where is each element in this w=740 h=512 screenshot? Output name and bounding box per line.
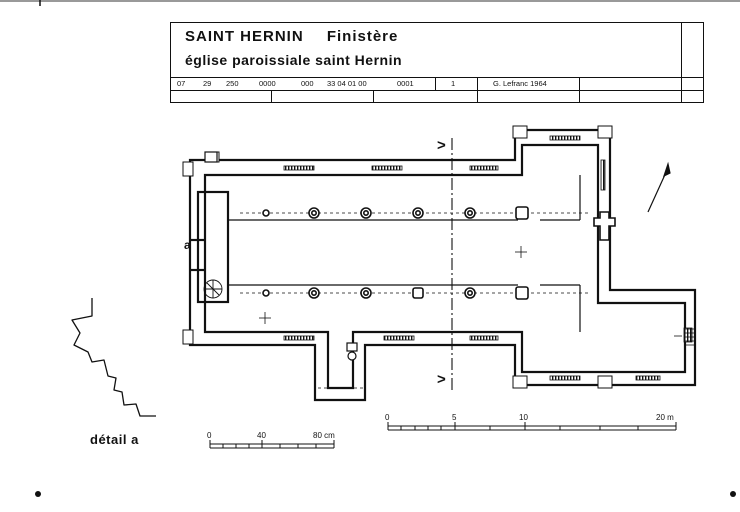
cross-symbol — [593, 211, 616, 241]
scale-m-tick-20: 20 m — [656, 413, 674, 422]
north-arrow-icon — [647, 161, 671, 213]
scale-bar-cm — [209, 440, 335, 449]
author-date: G. Lefranc 1964 — [493, 79, 547, 88]
detail-marker: a — [184, 238, 191, 252]
scale-cm-tick-40: 40 — [257, 431, 266, 440]
code-5: 33 04 01 00 — [327, 79, 367, 88]
code-1: 29 — [203, 79, 212, 88]
section-mark-top: > — [437, 137, 446, 154]
detail-a-label: détail a — [90, 432, 139, 447]
title-line-1: SAINT HERNIN Finistère — [185, 28, 398, 45]
east-steps — [684, 328, 696, 346]
code-6: 0001 — [397, 79, 414, 88]
speck — [730, 491, 736, 497]
spiral-stair — [203, 279, 223, 299]
scale-m-tick-5: 5 — [452, 413, 457, 422]
reference-marks — [259, 246, 682, 337]
title-block: SAINT HERNIN Finistère église paroissial… — [170, 22, 704, 103]
outer-walls — [188, 128, 697, 402]
pillars — [262, 206, 529, 300]
code-0: 07 — [177, 79, 186, 88]
title-divider — [681, 23, 683, 77]
code-2: 250 — [226, 79, 239, 88]
code-3: 0000 — [259, 79, 276, 88]
speck — [35, 491, 41, 497]
place-name: SAINT HERNIN — [185, 28, 304, 45]
title-line-2: église paroissiale saint Hernin — [185, 52, 403, 68]
code-7: 1 — [451, 79, 456, 88]
code-row: 07 29 250 0000 000 33 04 01 00 0001 1 G.… — [171, 77, 703, 91]
code-row-blank — [171, 90, 703, 103]
scale-m-tick-0: 0 — [385, 413, 390, 422]
scale-cm-tick-80: 80 cm — [313, 431, 335, 440]
code-4: 000 — [301, 79, 314, 88]
arcade-lines — [240, 212, 590, 389]
scale-m-tick-10: 10 — [519, 413, 528, 422]
porch — [204, 151, 358, 361]
wall-details — [182, 125, 613, 389]
windows — [283, 135, 693, 381]
scale-cm-tick-0: 0 — [207, 431, 212, 440]
detail-a-profile — [71, 298, 156, 417]
scale-bar-m — [387, 422, 677, 431]
nave-walls — [228, 175, 581, 332]
department-name: Finistère — [326, 28, 399, 45]
section-mark-bottom: > — [437, 371, 446, 388]
